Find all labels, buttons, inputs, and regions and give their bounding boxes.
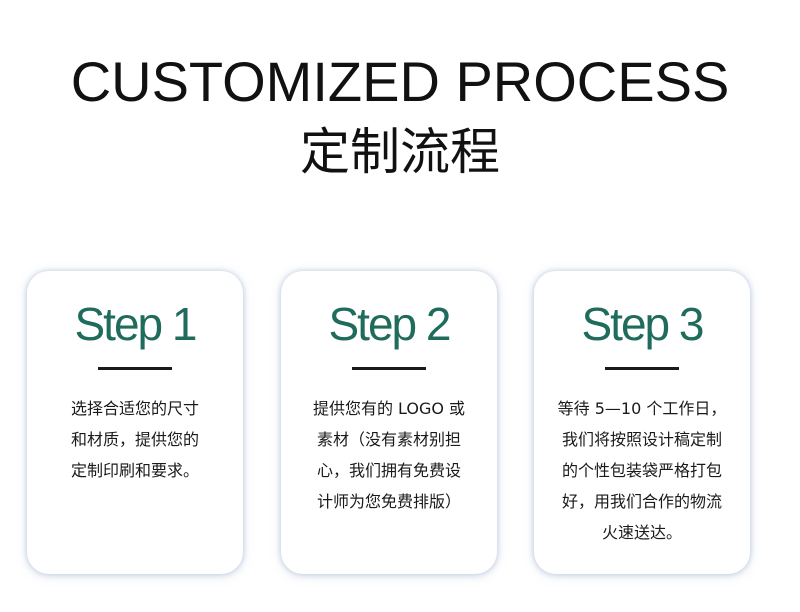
page-title-chinese: 定制流程 (300, 123, 500, 181)
step-description-line: 计师为您免费排版） (316, 492, 461, 511)
step-title: Step 2 (328, 298, 452, 350)
step-description: 提供您有的 LOGO 或 素材（没有素材别担 心，我们拥有免费设 计师为您免费排… (293, 393, 485, 517)
step-card-3: Step 3 等待 5—10 个工作日， 我们将按照设计稿定制 的个性包装袋严格… (534, 271, 750, 574)
step-divider (352, 367, 426, 370)
step-description-line: 等待 5—10 个工作日， (557, 399, 727, 418)
step-card-2: Step 2 提供您有的 LOGO 或 素材（没有素材别担 心，我们拥有免费设 … (281, 271, 497, 574)
step-description-line: 心，我们拥有免费设 (316, 461, 461, 480)
step-description-line: 选择合适您的尺寸 (70, 399, 199, 418)
step-description-line: 我们将按照设计稿定制 (561, 430, 722, 449)
step-description-line: 素材（没有素材别担 (316, 430, 461, 449)
step-description-line: 火速送达。 (601, 523, 682, 542)
step-card-1: Step 1 选择合适您的尺寸 和材质，提供您的 定制印刷和要求。 (27, 271, 243, 574)
step-title: Step 1 (74, 298, 198, 350)
step-description-line: 和材质，提供您的 (70, 430, 199, 449)
step-divider (605, 367, 679, 370)
step-description: 等待 5—10 个工作日， 我们将按照设计稿定制 的个性包装袋严格打包 好，用我… (546, 393, 738, 548)
step-description: 选择合适您的尺寸 和材质，提供您的 定制印刷和要求。 (39, 393, 231, 486)
step-description-line: 提供您有的 LOGO 或 (312, 399, 466, 418)
step-description-line: 定制印刷和要求。 (70, 461, 199, 480)
step-divider (98, 367, 172, 370)
step-title: Step 3 (581, 298, 705, 350)
step-description-line: 的个性包装袋严格打包 (561, 461, 722, 480)
page-title-english: CUSTOMIZED PROCESS (70, 50, 730, 113)
step-description-line: 好，用我们合作的物流 (561, 492, 722, 511)
